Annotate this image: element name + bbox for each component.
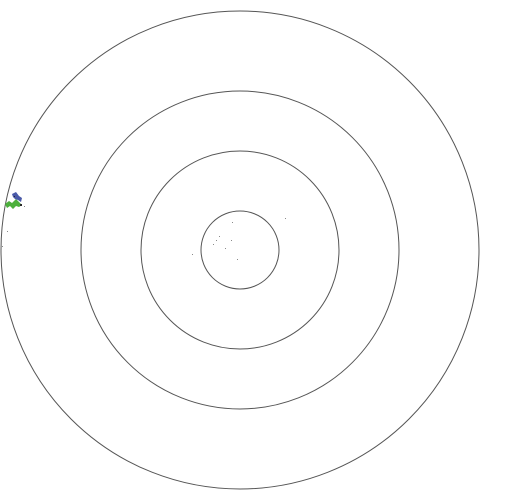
dot-speck-icon: [2, 246, 3, 247]
target-rings: [0, 10, 480, 490]
dot-speck-icon: [24, 206, 25, 207]
creature-blue-body: [12, 192, 22, 202]
dot-speck-icon: [219, 236, 220, 237]
dot-speck-icon: [213, 244, 214, 245]
dot-speck-icon: [232, 222, 233, 223]
creature-dark-mark: [20, 204, 22, 206]
ring-third: [80, 90, 400, 410]
dot-speck-icon: [285, 218, 286, 219]
creature-dark-mark: [14, 196, 15, 197]
center-specks: [2, 206, 286, 260]
ring-bullseye: [200, 210, 280, 290]
dot-speck-icon: [237, 259, 238, 260]
dot-speck-icon: [192, 254, 193, 255]
dot-speck-icon: [7, 231, 8, 232]
dot-speck-icon: [225, 248, 226, 249]
dot-speck-icon: [231, 240, 232, 241]
ring-outer: [0, 10, 480, 490]
creature-green-body: [5, 199, 22, 209]
blob-creature-icon[interactable]: [5, 192, 22, 209]
dot-speck-icon: [216, 240, 217, 241]
ring-second: [140, 150, 340, 350]
